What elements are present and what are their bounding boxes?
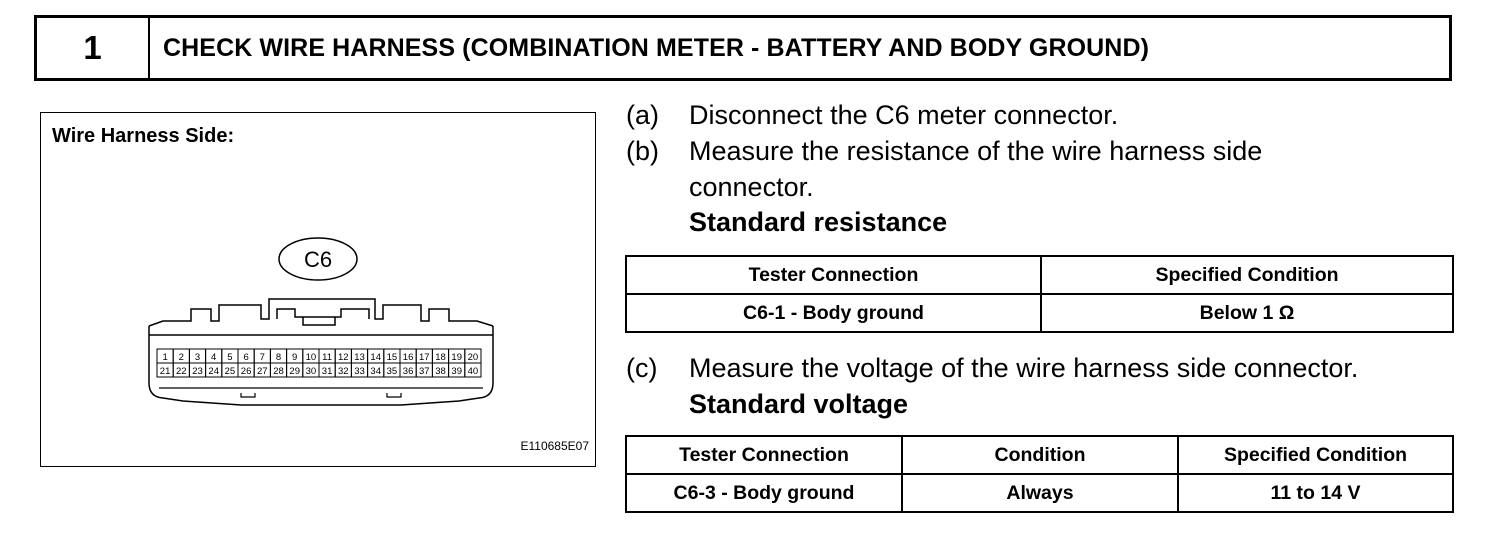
pin-number: 13 <box>354 352 365 363</box>
standard-resistance-heading: Standard resistance <box>689 207 948 237</box>
pin-number: 17 <box>419 352 430 363</box>
pin-number: 14 <box>370 352 381 363</box>
pin-number: 33 <box>354 366 365 377</box>
figure-label: Wire Harness Side: <box>52 125 235 147</box>
connector-name-label: C6 <box>304 247 332 272</box>
pin-number: 38 <box>435 366 446 377</box>
pin-number: 5 <box>227 352 232 363</box>
pin-number: 16 <box>403 352 414 363</box>
pin-number: 19 <box>451 352 462 363</box>
connector-top-outline <box>148 298 494 327</box>
step-b-text-line2: connector. <box>689 172 814 202</box>
pin-number: 1 <box>162 352 167 363</box>
voltage-cell-condition: Always <box>901 473 1179 513</box>
pin-number: 3 <box>195 352 200 363</box>
resistance-table: Tester Connection Specified Condition C6… <box>625 255 1454 333</box>
step-title: CHECK WIRE HARNESS (COMBINATION METER - … <box>163 33 1150 62</box>
pin-number: 28 <box>273 366 284 377</box>
table-row: C6-3 - Body ground Always 11 to 14 V <box>625 473 1454 513</box>
resistance-col-tester: Tester Connection <box>625 255 1042 295</box>
figure-id: E110685E07 <box>520 439 589 453</box>
pin-cell <box>464 362 482 378</box>
pin-number: 30 <box>306 366 317 377</box>
step-b: (b) Measure the resistance of the wire h… <box>626 133 1446 205</box>
connector-bottom-lip <box>159 387 483 398</box>
pin-number: 12 <box>338 352 349 363</box>
voltage-cell-tester: C6-3 - Body ground <box>625 473 903 513</box>
pin-number: 35 <box>387 366 398 377</box>
voltage-table: Tester Connection Condition Specified Co… <box>625 435 1454 513</box>
pin-number: 9 <box>292 352 297 363</box>
pin-number: 21 <box>160 366 171 377</box>
connector-body <box>148 326 494 406</box>
step-a-text: Disconnect the C6 meter connector. <box>689 100 1119 130</box>
pin-number: 20 <box>468 352 479 363</box>
pin-number: 10 <box>306 352 317 363</box>
pin-number: 15 <box>387 352 398 363</box>
pin-number: 4 <box>211 352 216 363</box>
pin-number: 36 <box>403 366 414 377</box>
pin-number: 2 <box>179 352 184 363</box>
step-b-text-line1: Measure the resistance of the wire harne… <box>689 136 1263 166</box>
step-c: (c) Measure the voltage of the wire harn… <box>626 350 1496 386</box>
pin-number: 25 <box>225 366 236 377</box>
pin-number: 11 <box>322 352 332 363</box>
pin-number: 37 <box>419 366 430 377</box>
step-number: 1 <box>37 18 150 78</box>
pin-number: 23 <box>192 366 203 377</box>
connector-name-ellipse <box>278 237 358 281</box>
pin-number: 18 <box>435 352 446 363</box>
pin-number: 7 <box>260 352 265 363</box>
resistance-cell-tester: C6-1 - Body ground <box>625 293 1042 333</box>
resistance-col-specified: Specified Condition <box>1040 255 1454 295</box>
pin-number: 32 <box>338 366 349 377</box>
connector-latch <box>276 308 370 326</box>
pin-number: 29 <box>289 366 300 377</box>
voltage-col-tester: Tester Connection <box>625 435 903 475</box>
standard-voltage-heading: Standard voltage <box>689 389 909 419</box>
step-c-letter: (c) <box>626 353 658 383</box>
pin-number: 22 <box>176 366 187 377</box>
pin-number: 39 <box>451 366 462 377</box>
voltage-col-specified: Specified Condition <box>1177 435 1454 475</box>
step-b-letter: (b) <box>626 136 659 166</box>
step-header: 1 CHECK WIRE HARNESS (COMBINATION METER … <box>34 15 1452 81</box>
table-row: C6-1 - Body ground Below 1 Ω <box>625 293 1454 333</box>
resistance-cell-specified: Below 1 Ω <box>1040 293 1454 333</box>
pin-number: 34 <box>370 366 381 377</box>
step-c-text: Measure the voltage of the wire harness … <box>689 353 1359 383</box>
step-a-letter: (a) <box>626 100 659 130</box>
pin-number: 6 <box>243 352 248 363</box>
pin-number: 8 <box>276 352 281 363</box>
voltage-cell-specified: 11 to 14 V <box>1177 473 1454 513</box>
pin-number: 24 <box>208 366 219 377</box>
step-a: (a) Disconnect the C6 meter connector. <box>626 97 1446 133</box>
pin-number: 26 <box>241 366 252 377</box>
pin-number: 27 <box>257 366 268 377</box>
pin-number: 31 <box>322 366 333 377</box>
pin-number: 40 <box>468 366 479 377</box>
voltage-col-condition: Condition <box>901 435 1179 475</box>
